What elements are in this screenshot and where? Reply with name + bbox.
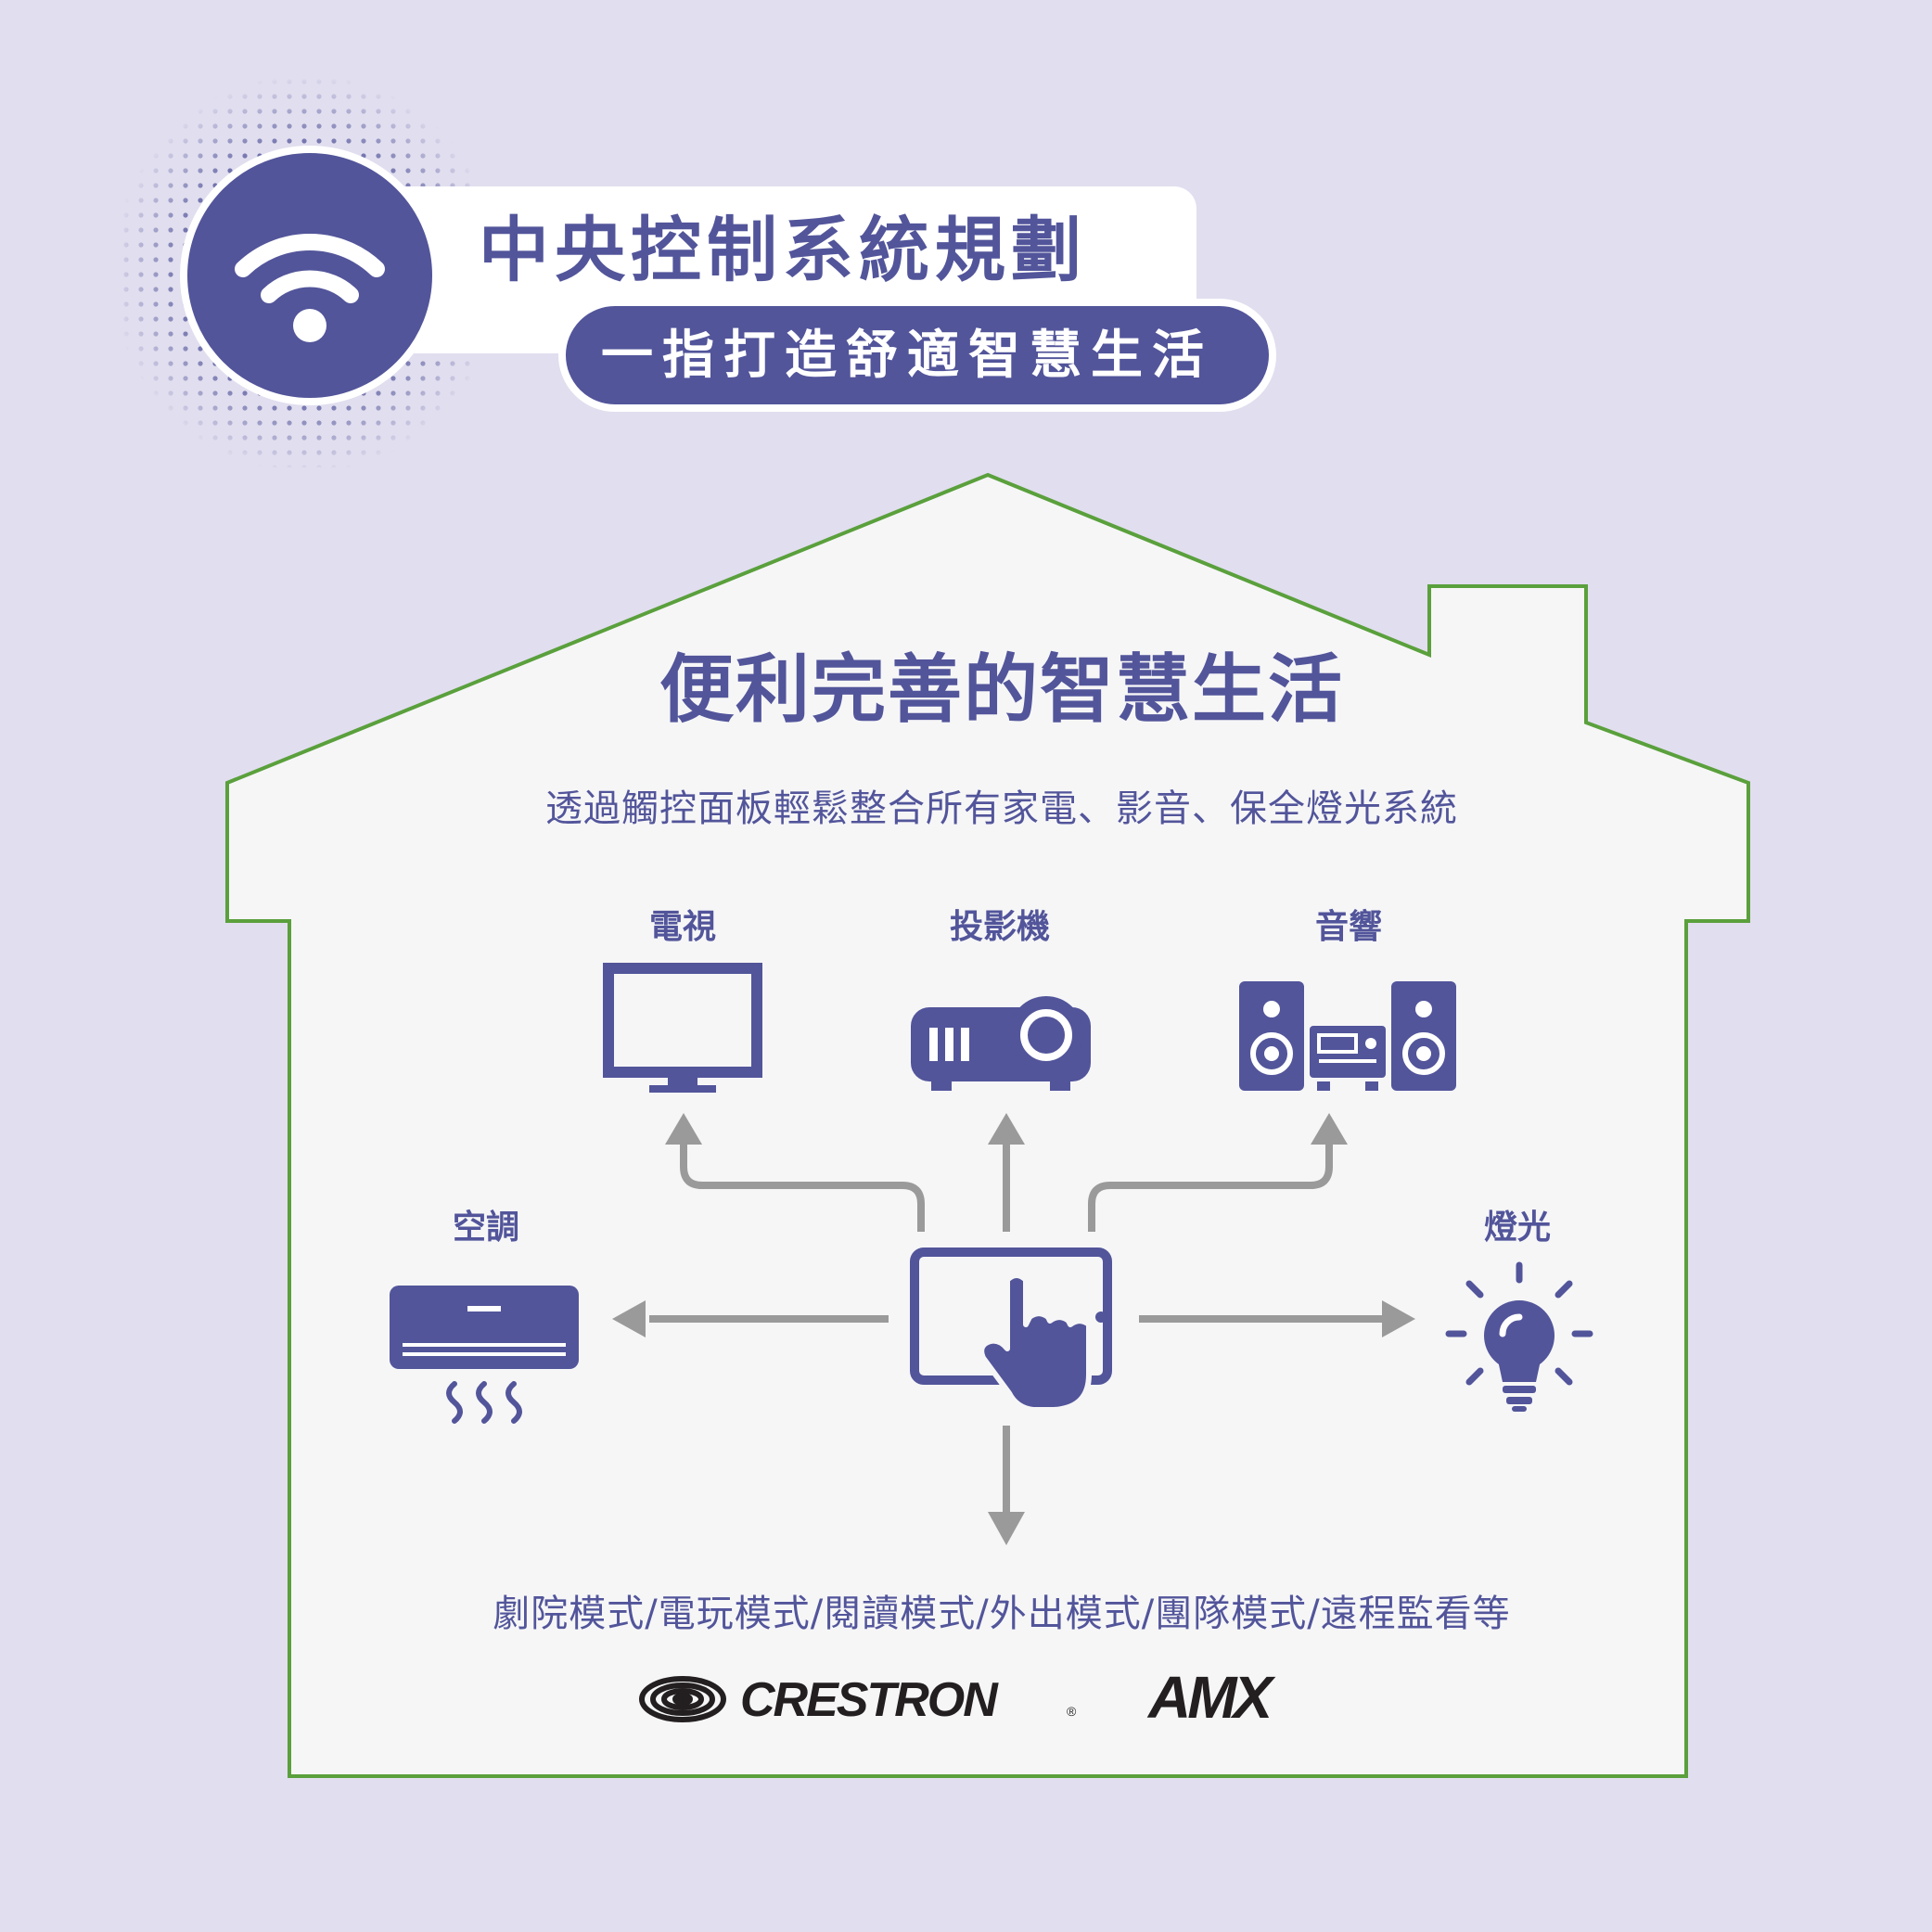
page-title: 中央控制系統規劃 <box>479 209 1087 291</box>
projector-label: 投影機 <box>949 908 1050 946</box>
connection-arrows <box>649 1141 1382 1512</box>
house-description: 透過觸控面板輕鬆整合所有家電、影音、保全燈光系統 <box>545 787 1458 830</box>
light-bulb-icon <box>1445 1261 1593 1412</box>
projector-icon <box>911 996 1091 1091</box>
crestron-logo-text: CRESTRON <box>740 1673 999 1727</box>
tv-icon <box>603 963 762 1093</box>
house-outline <box>225 472 1750 1778</box>
crestron-registered-mark: ® <box>1067 1704 1077 1719</box>
lighting-label: 燈光 <box>1483 1209 1551 1247</box>
house-heading: 便利完善的智慧生活 <box>659 646 1344 733</box>
modes-list: 劇院模式/電玩模式/閱讀模式/外出模式/團隊模式/遠程監看等 <box>493 1593 1511 1635</box>
tv-label: 電視 <box>648 908 716 946</box>
audio-icon <box>1239 981 1456 1091</box>
arrow-heads <box>612 1113 1415 1545</box>
amx-logo-text: AMX <box>1146 1664 1276 1731</box>
subtitle-pill <box>558 299 1276 412</box>
aircon-label: 空調 <box>452 1209 519 1247</box>
pointing-hand-icon <box>979 1273 1092 1413</box>
audio-label: 音響 <box>1314 908 1382 946</box>
crestron-logo-icon <box>639 1676 726 1722</box>
page-subtitle: 一指打造舒適智慧生活 <box>601 326 1213 386</box>
wifi-icon <box>235 234 385 342</box>
aircon-icon <box>390 1286 579 1424</box>
